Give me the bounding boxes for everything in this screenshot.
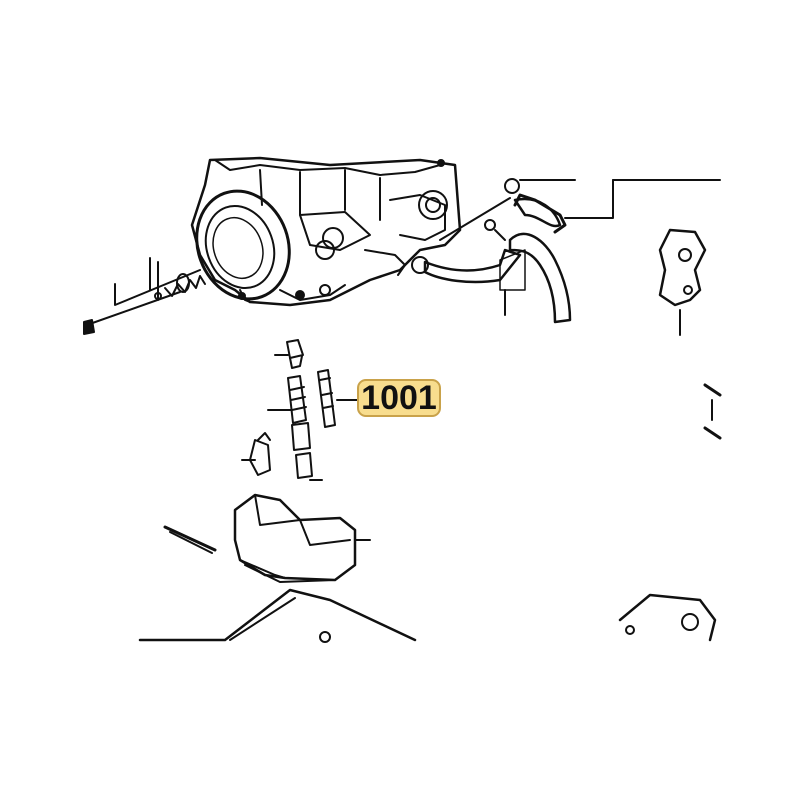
carburetor-body	[190, 156, 462, 307]
bracket-right	[658, 228, 707, 336]
float	[163, 493, 371, 583]
fuel-hose-assembly	[411, 178, 721, 324]
pins-right	[703, 383, 722, 440]
part-number-callout[interactable]: 1001	[357, 379, 441, 417]
jet-assembly	[241, 339, 358, 481]
float-bowl	[138, 588, 717, 643]
throttle-stop-screw	[83, 257, 206, 335]
